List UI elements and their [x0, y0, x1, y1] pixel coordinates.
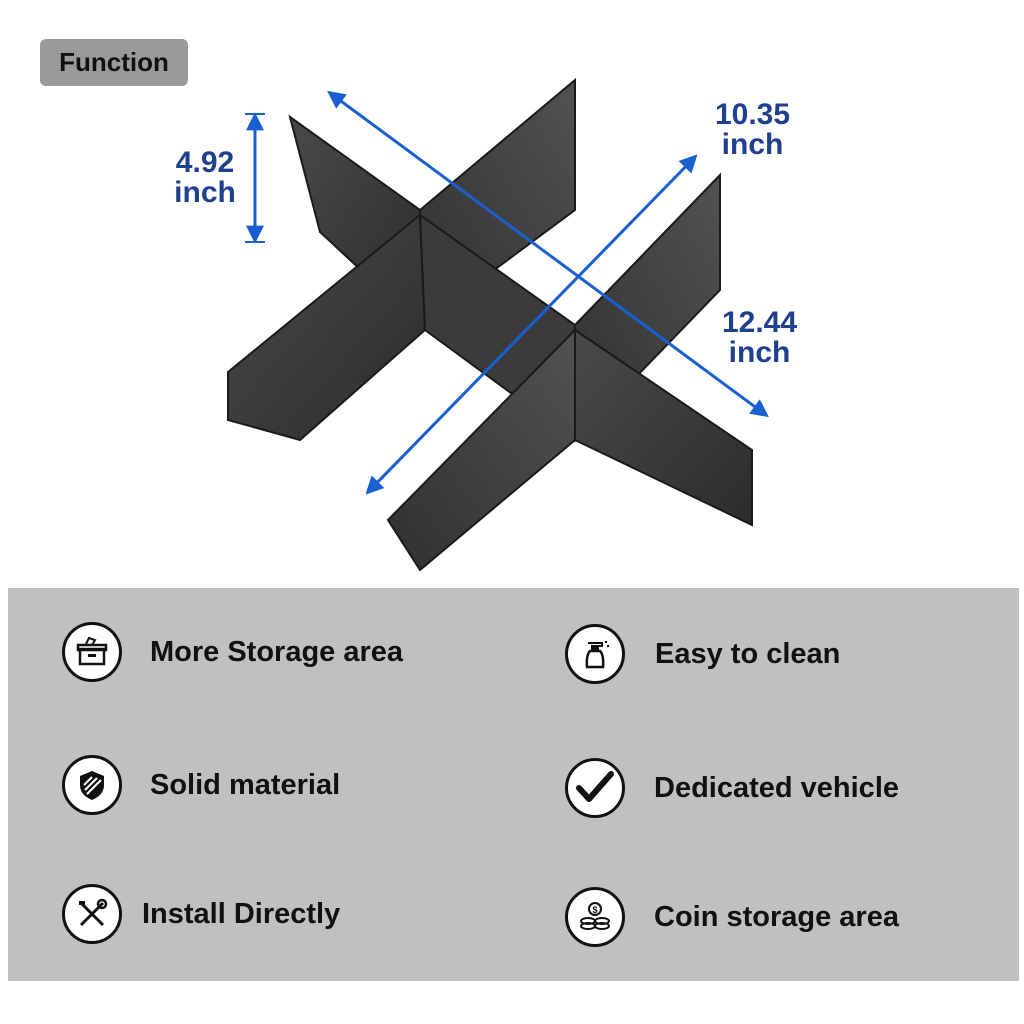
feature-coin-storage: $ Coin storage area: [565, 887, 899, 947]
features-panel: More Storage area Easy to clean Solid ma…: [8, 588, 1019, 981]
height-value: 4.92: [175, 146, 235, 179]
height-dimension: 4.92 inch: [170, 148, 240, 208]
feature-label: Dedicated vehicle: [654, 771, 899, 804]
feature-label: Easy to clean: [655, 637, 841, 670]
feature-label: Solid material: [150, 768, 341, 801]
spray-bottle-icon: [565, 624, 625, 684]
width-unit: inch: [721, 128, 784, 161]
divider-product-illustration: [227, 77, 769, 572]
svg-text:$: $: [592, 905, 597, 915]
length-unit: inch: [728, 336, 791, 369]
coins-icon: $: [565, 887, 625, 947]
tools-icon: [62, 884, 122, 944]
width-value: 10.35: [714, 98, 791, 131]
length-arrow: [327, 90, 769, 418]
checkmark-icon: [565, 758, 625, 818]
divider-panel-left-front: [227, 212, 427, 442]
feature-label: Coin storage area: [654, 900, 899, 933]
feature-dedicated-vehicle: Dedicated vehicle: [565, 758, 899, 818]
length-value: 12.44: [721, 306, 798, 339]
feature-more-storage: More Storage area: [62, 622, 403, 682]
length-dimension: 12.44 inch: [712, 308, 807, 368]
feature-easy-clean: Easy to clean: [565, 624, 840, 684]
function-badge: Function: [40, 39, 188, 86]
feature-label: More Storage area: [150, 635, 404, 668]
feature-label: Install Directly: [142, 897, 341, 930]
shield-icon: [62, 755, 122, 815]
feature-solid-material: Solid material: [62, 755, 340, 815]
storage-box-icon: [62, 622, 122, 682]
height-unit: inch: [174, 176, 236, 209]
feature-install-directly: Install Directly: [62, 884, 340, 944]
width-dimension: 10.35 inch: [705, 100, 800, 160]
